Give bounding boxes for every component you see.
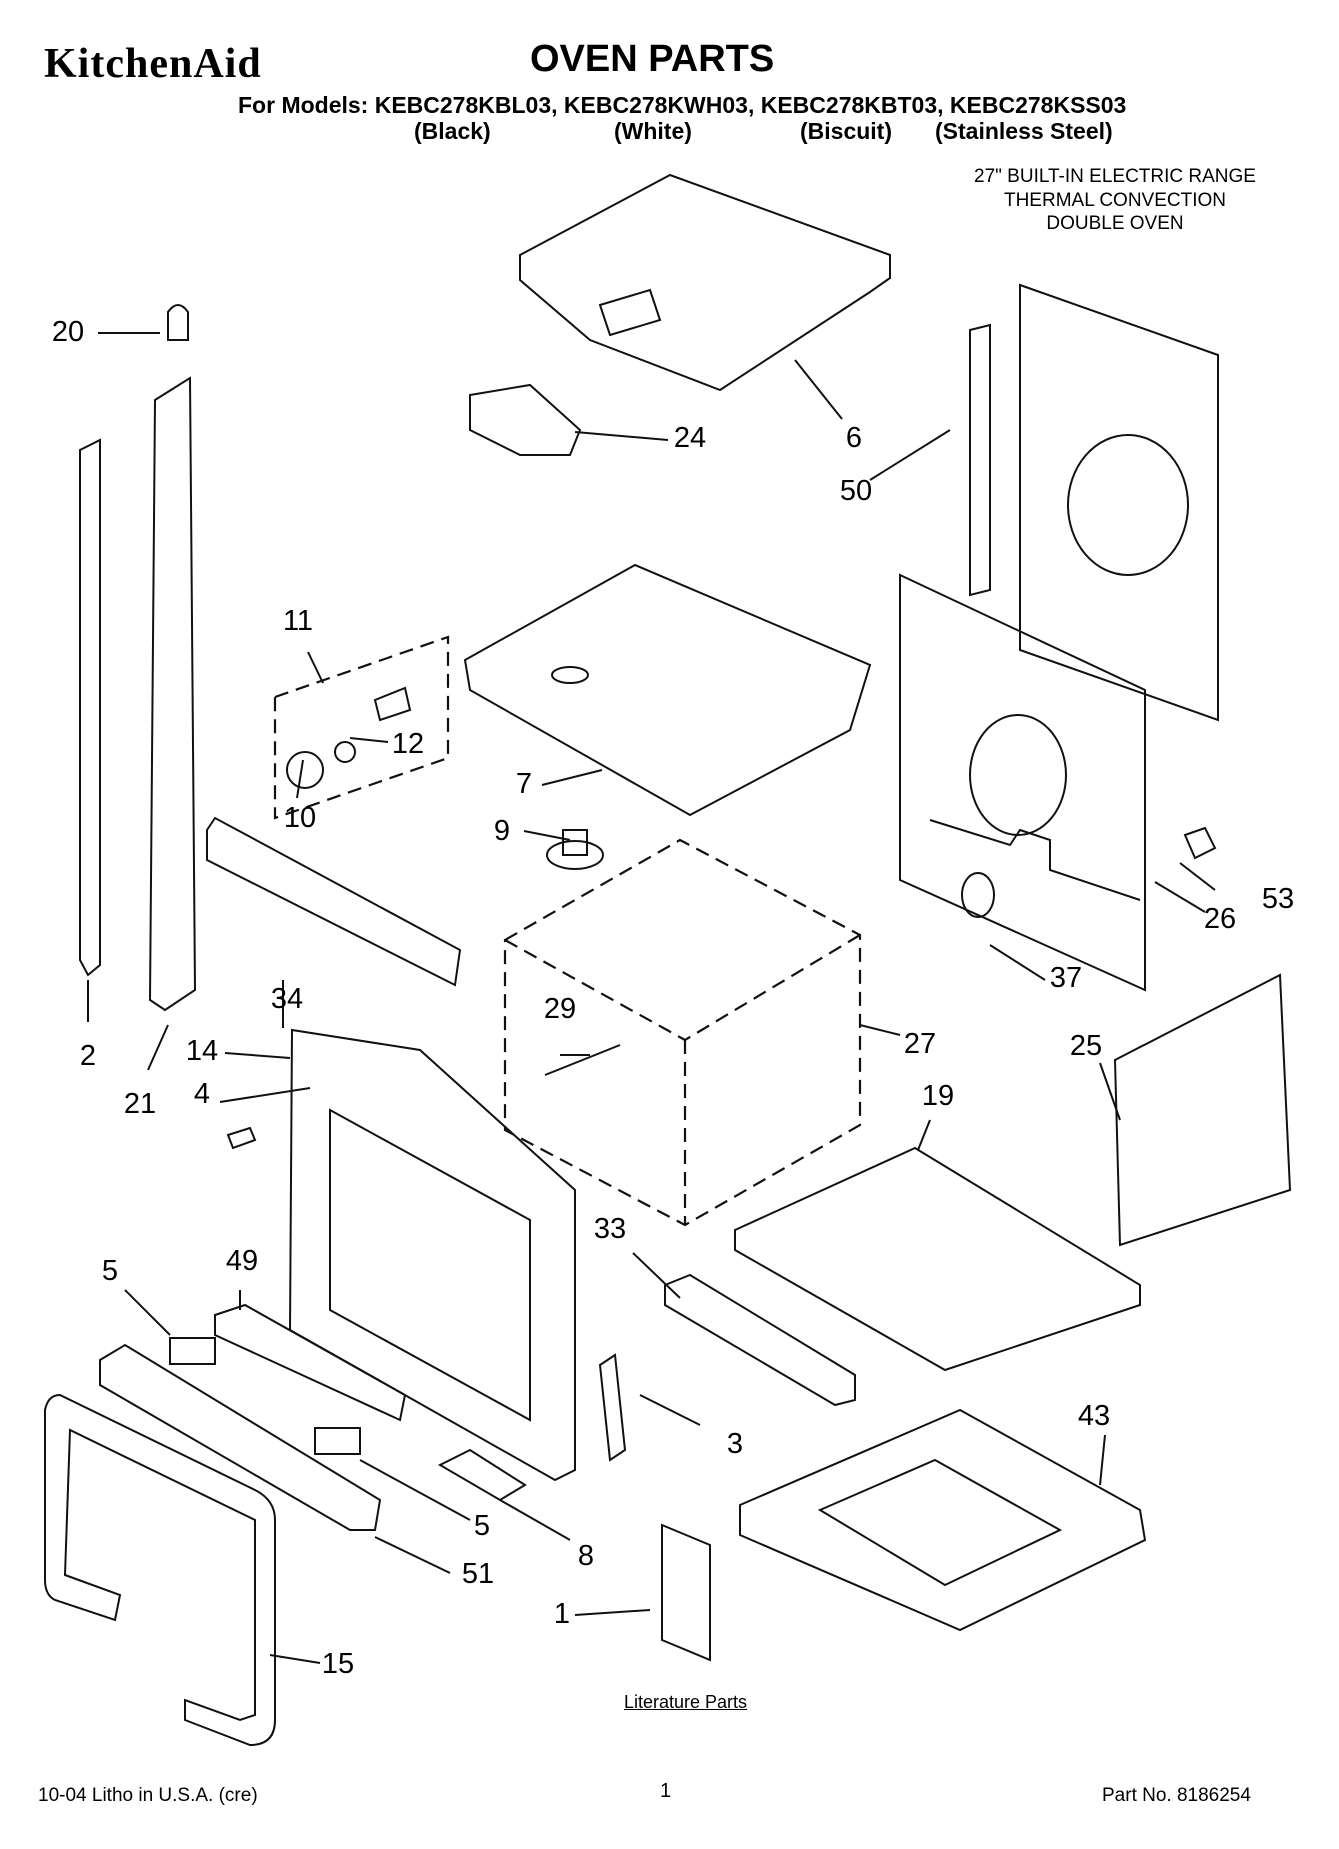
literature-parts-label: Literature Parts [624,1692,748,1712]
part-50-flange [969,323,991,597]
part-2-side-trim [79,438,101,977]
part-1-literature [661,1523,711,1662]
part-37-thermostat [961,872,995,918]
callout-25: 25 [1069,1030,1103,1062]
part-15-door-gasket [44,1393,276,1747]
callout-50: 50 [839,475,873,507]
callout-51: 51 [461,1558,495,1590]
callout-7: 7 [515,768,533,800]
model-list: For Models: KEBC278KBL03, KEBC278KWH03, … [238,92,1127,118]
page-title: OVEN PARTS [530,38,775,80]
callout-11: 11 [282,605,314,637]
brand-logo: KitchenAid [44,41,262,87]
part-24-switch [469,383,582,456]
callout-10: 10 [283,802,317,834]
callout-1: 1 [553,1598,571,1630]
part-50-fan-opening [1067,434,1189,576]
part-50-rear-panel [1019,283,1219,722]
callout-29: 29 [543,993,577,1025]
finish-white: (White) [614,118,692,144]
finish-black: (Black) [414,118,491,144]
part-5-block-lower [314,1427,361,1455]
callout-20: 20 [51,316,85,348]
callout-53: 53 [1261,883,1295,915]
callout-12: 12 [391,728,425,760]
part-10-lens [286,751,324,789]
description-line-3: DOUBLE OVEN [1046,213,1184,234]
part-14-frame-opening [329,1108,531,1422]
footer-part-number: Part No. 8186254 [1102,1785,1251,1806]
callout-3: 3 [726,1428,744,1460]
callout-4: 4 [193,1078,211,1110]
callout-19: 19 [921,1080,955,1112]
part-20-end-cap [167,304,189,341]
callout-27: 27 [903,1028,937,1060]
part-6-vent [598,288,662,337]
callout-9: 9 [493,815,511,847]
part-25-side-panel [1113,973,1292,1247]
part-51-front-trim [99,1343,382,1531]
part-9-motor-body [562,829,588,856]
part-26-fan-baffle [969,714,1067,836]
finish-biscuit: (Biscuit) [800,118,892,144]
part-26-element [929,819,1141,901]
light-assembly-group-box [273,635,450,820]
part-7-oven-top [463,563,872,817]
callout-2: 2 [79,1040,97,1072]
part-19-bottom-panel [734,1146,1141,1372]
part-49-strip [214,1303,407,1422]
part-12-bulb [334,741,356,763]
part-26-rear-wall [899,573,1146,992]
part-29-sensor [544,1044,621,1076]
description-line-1: 27" BUILT-IN ELECTRIC RANGE [974,166,1256,187]
part-33-bracket [664,1273,856,1407]
callout-8: 8 [577,1540,595,1572]
callout-49: 49 [225,1245,259,1277]
part-8-bracket [437,1448,527,1502]
finish-stainless: (Stainless Steel) [935,118,1113,144]
part-53-clip [1183,826,1217,860]
part-5-block-upper [169,1337,216,1365]
part-7-hole [551,666,589,684]
callout-24: 24 [673,422,707,454]
callout-6: 6 [845,422,863,454]
part-9-motor [546,840,604,870]
footer-page-number: 1 [660,1780,672,1802]
callout-21: 21 [123,1088,157,1120]
part-14-front-frame [288,1028,576,1482]
part-43-bottom-pan [739,1408,1147,1632]
leader-lines [87,332,1216,1664]
part-3-bracket [598,1353,627,1462]
footer-print-info: 10-04 Litho in U.S.A. (cre) [38,1785,258,1806]
callout-33: 33 [593,1213,627,1245]
part-6-top-panel [519,173,891,392]
part-4-screw [226,1126,257,1150]
part-27-liner-edges [504,934,861,1225]
callout-14: 14 [185,1035,219,1067]
callout-43: 43 [1077,1400,1111,1432]
callout-26: 26 [1203,903,1237,935]
callout-37: 37 [1049,962,1083,994]
part-21-side-trim [148,376,197,1012]
description-line-2: THERMAL CONVECTION [1003,190,1227,211]
callout-5-lower: 5 [473,1510,491,1542]
part-11-socket [373,686,412,722]
callout-5-upper: 5 [101,1255,119,1287]
callout-15: 15 [321,1648,355,1680]
part-43-opening [817,1458,1063,1587]
part-27-oven-liner [503,838,862,1227]
part-34-vent-grille [206,816,462,987]
callout-34: 34 [270,983,304,1015]
